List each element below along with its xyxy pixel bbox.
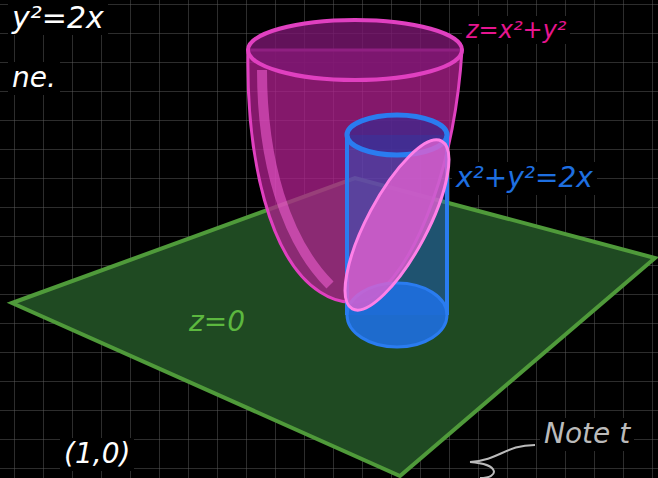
text-fragment: ne. — [8, 62, 60, 95]
surface-label: x²+y²=2x — [452, 162, 597, 195]
intersection-ellipse — [326, 127, 468, 323]
paraboloid-rim — [248, 20, 462, 80]
plane-label: z=0 — [185, 306, 249, 339]
point-label: (1,0) — [60, 438, 134, 471]
bracket — [470, 445, 535, 478]
surface-label: z=x²+y² — [462, 16, 570, 44]
equation-label: y²=2x — [8, 0, 108, 35]
note-text: Note t — [540, 418, 634, 451]
paraboloid-shine — [262, 70, 330, 285]
